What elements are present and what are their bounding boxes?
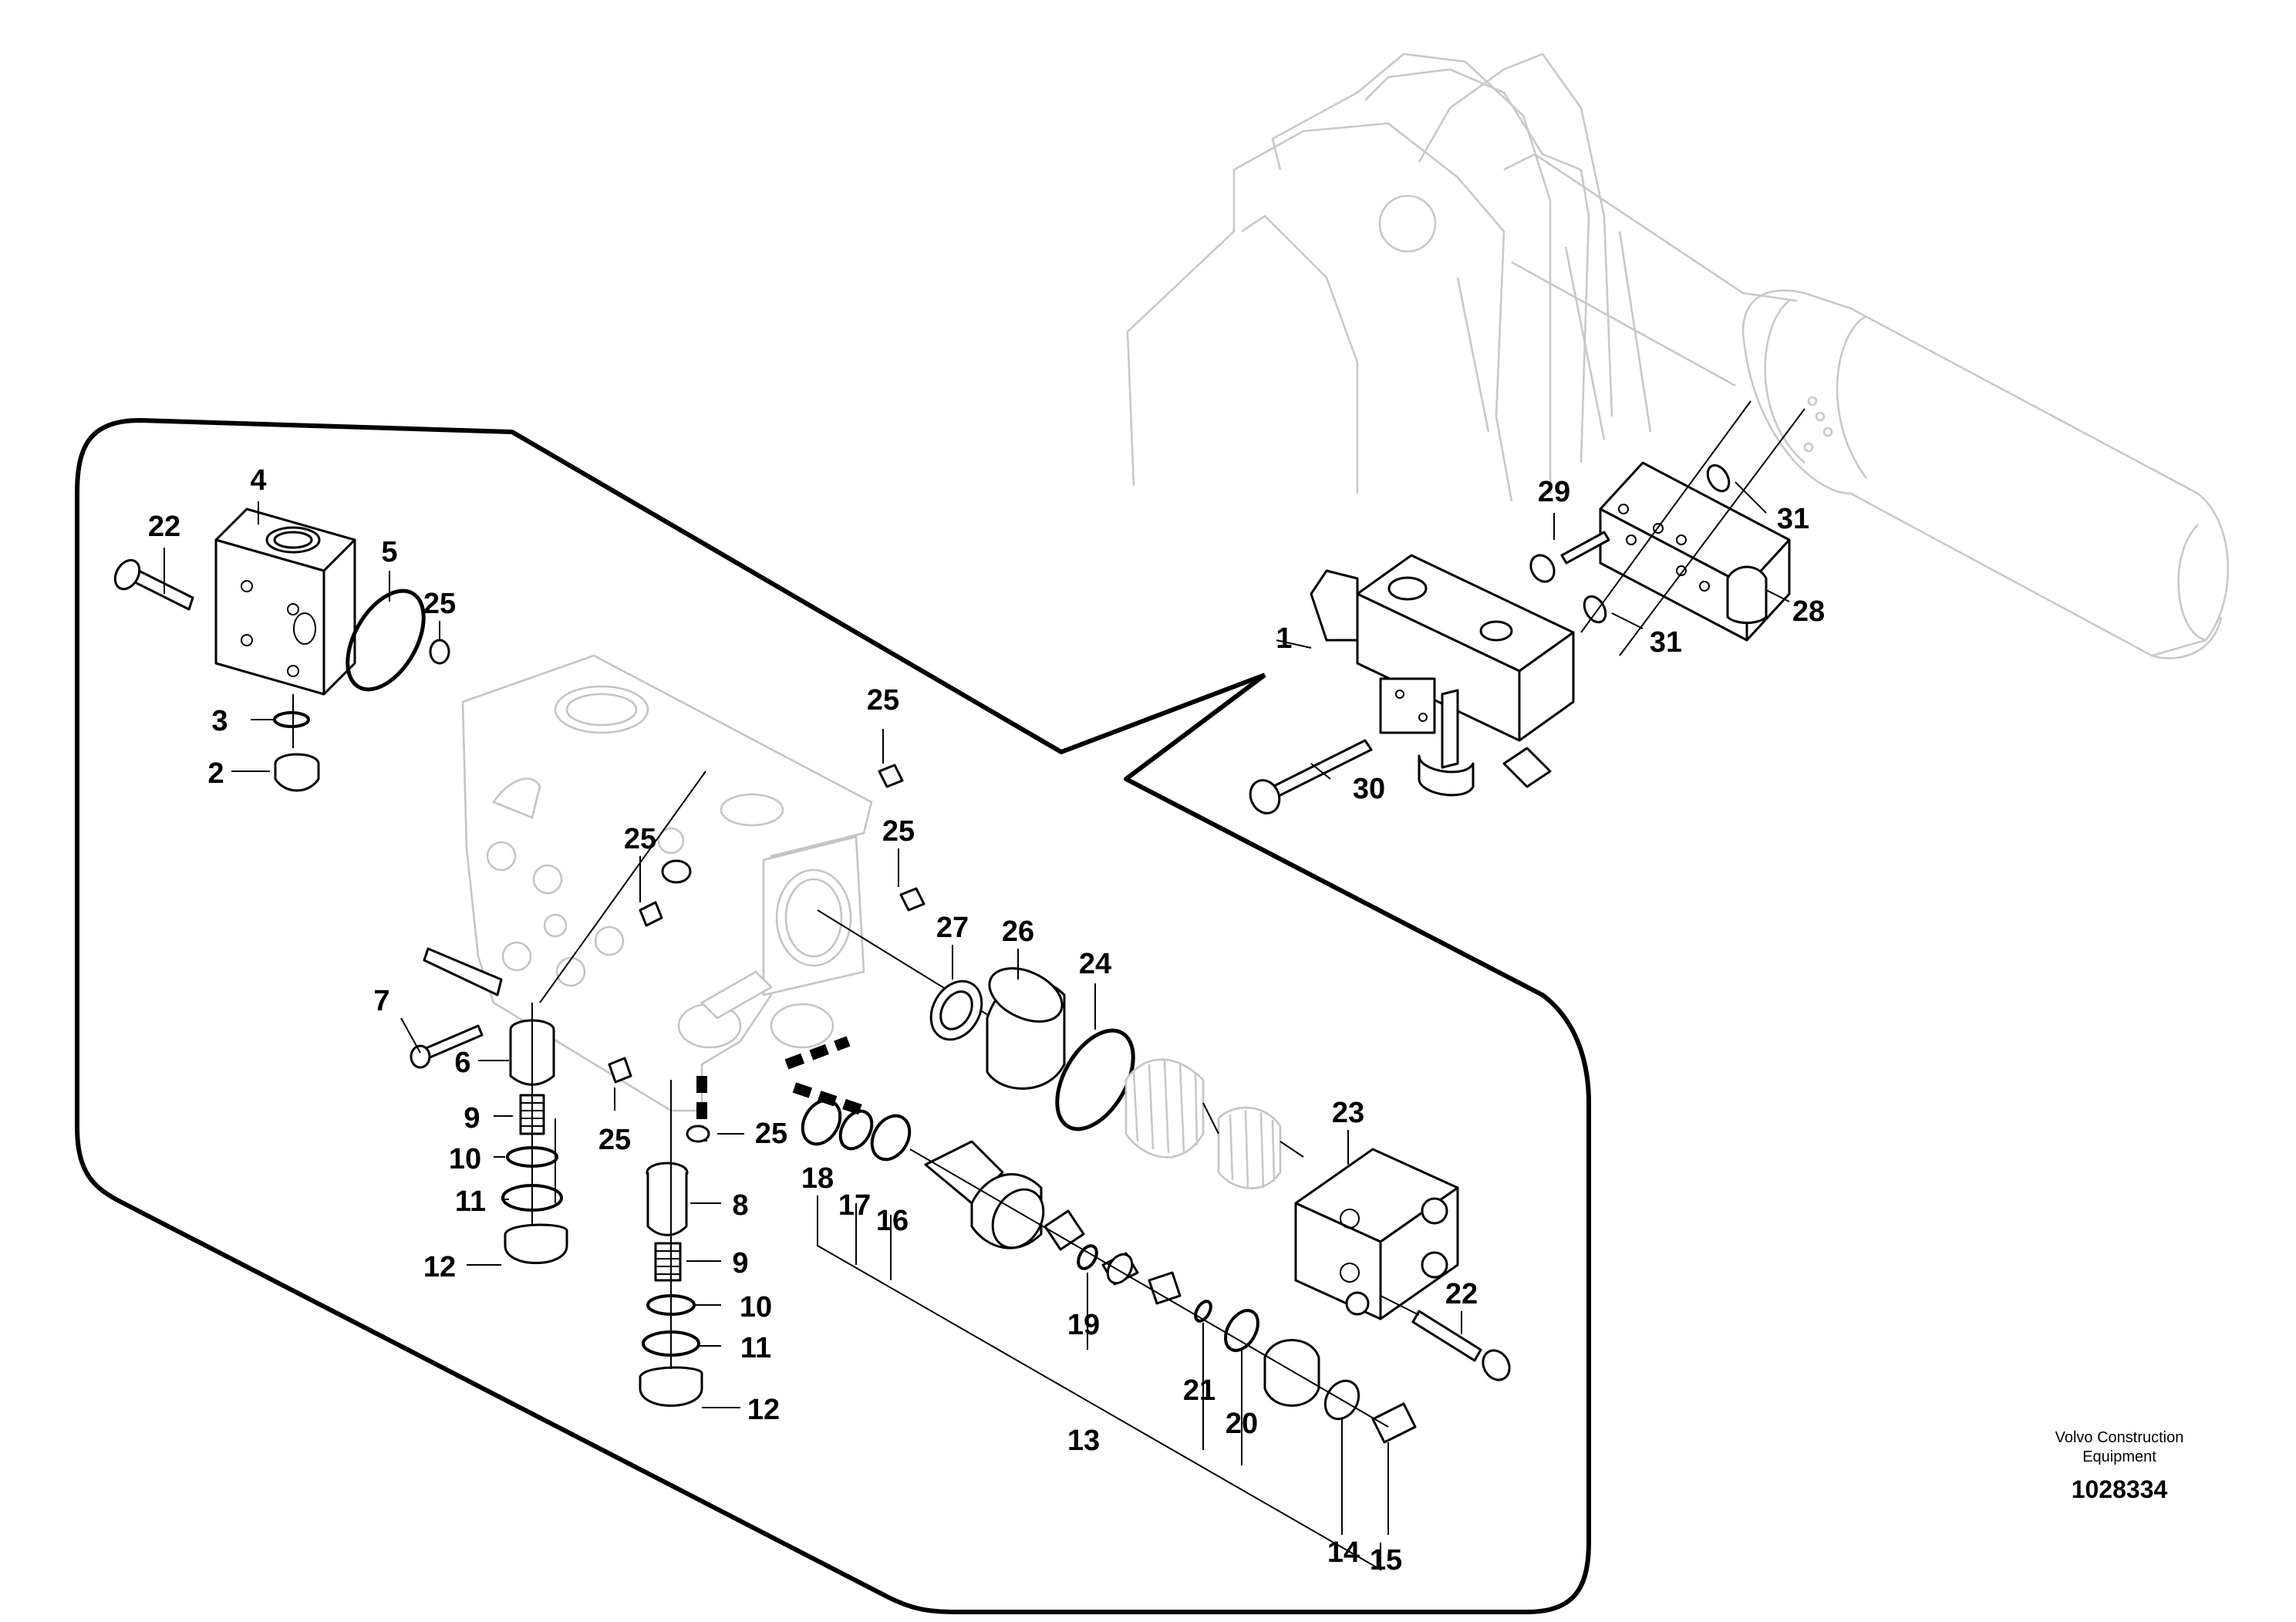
- label-part-30: 30: [1353, 773, 1385, 805]
- label-part-23: 23: [1332, 1097, 1364, 1129]
- label-part-1: 1: [1276, 622, 1292, 655]
- label-part-6: 6: [454, 1047, 470, 1079]
- caption-manufacturer-line2: Equipment: [2082, 1448, 2156, 1465]
- label-part-4: 4: [250, 464, 266, 497]
- label-part-10b: 10: [740, 1291, 772, 1324]
- leader-lines: [164, 481, 1790, 1408]
- label-part-14: 14: [1327, 1536, 1360, 1569]
- caption-manufacturer: Volvo Construction: [2055, 1429, 2184, 1446]
- valve-assembly-overview: [1249, 400, 1805, 814]
- label-part-22b: 22: [1445, 1278, 1478, 1310]
- label-part-15: 15: [1370, 1544, 1402, 1576]
- label-part-25d: 25: [882, 815, 915, 848]
- label-part-31b: 31: [1650, 626, 1682, 659]
- cover-block-part-4: [113, 508, 450, 792]
- left-valve-stack: [410, 1003, 703, 1407]
- label-part-11a: 11: [455, 1185, 486, 1218]
- label-part-19: 19: [1067, 1309, 1100, 1341]
- label-part-12a: 12: [423, 1251, 456, 1283]
- label-part-12b: 12: [747, 1394, 780, 1426]
- label-part-27: 27: [936, 912, 969, 944]
- label-part-11b: 11: [740, 1332, 771, 1364]
- plugs-part-25: [608, 764, 925, 1143]
- label-part-20: 20: [1226, 1408, 1258, 1440]
- label-part-16: 16: [876, 1205, 909, 1237]
- label-part-18: 18: [801, 1162, 834, 1195]
- document-number: 1028334: [2072, 1475, 2168, 1503]
- label-part-21: 21: [1183, 1374, 1215, 1407]
- label-part-25c: 25: [624, 823, 656, 855]
- label-part-28: 28: [1792, 595, 1825, 628]
- label-part-9b: 9: [732, 1247, 748, 1280]
- part-labels: 1 2 3 4 5 6 7 8 9 9 10 10 11 11 12 12 13…: [148, 464, 1825, 1576]
- label-part-3: 3: [211, 705, 228, 737]
- label-part-10a: 10: [449, 1143, 481, 1175]
- label-part-13: 13: [1067, 1425, 1100, 1457]
- main-spool-assembly: [929, 967, 1511, 1381]
- machine-boom-background: [1126, 52, 2230, 659]
- detail-callout-outline: [75, 418, 1591, 1614]
- relief-valve-cartridge: [801, 1098, 1417, 1571]
- label-part-25a: 25: [423, 588, 456, 620]
- label-part-9a: 9: [464, 1102, 480, 1135]
- label-part-25e: 25: [598, 1124, 631, 1156]
- label-part-7: 7: [373, 985, 389, 1017]
- label-part-31a: 31: [1777, 503, 1809, 535]
- valve-body-detail: [423, 654, 1019, 1141]
- label-part-22a: 22: [148, 511, 180, 543]
- document-caption: Volvo Construction Equipment 1028334: [2055, 1429, 2184, 1503]
- label-part-2: 2: [207, 757, 224, 790]
- label-part-24: 24: [1079, 948, 1111, 980]
- label-part-26: 26: [1002, 916, 1034, 948]
- label-part-25f: 25: [755, 1118, 787, 1150]
- label-part-8: 8: [732, 1189, 748, 1222]
- label-part-17: 17: [838, 1189, 871, 1222]
- label-part-5: 5: [381, 536, 397, 568]
- label-part-25b: 25: [867, 684, 899, 717]
- label-part-29: 29: [1538, 476, 1570, 508]
